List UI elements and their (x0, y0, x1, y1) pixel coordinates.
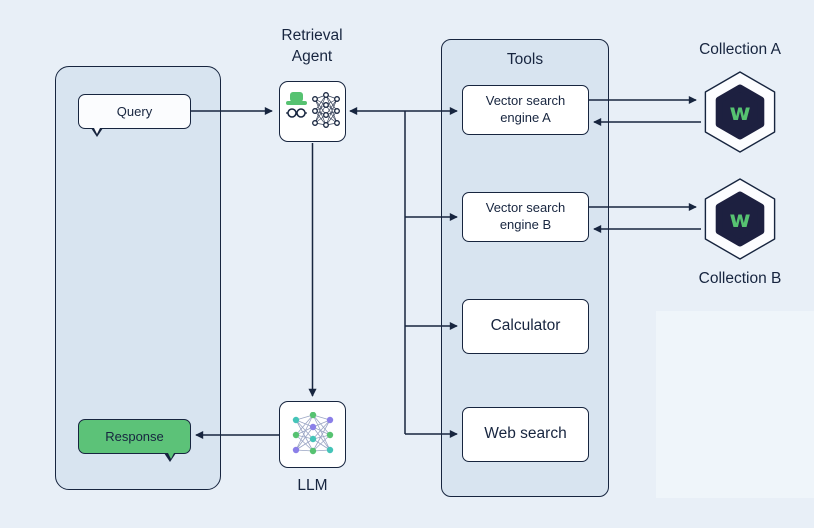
llm-node (279, 401, 346, 468)
retrieval-agent-node (279, 81, 346, 142)
llm-label: LLM (297, 477, 328, 494)
bubble-tail (166, 451, 175, 459)
bubble-tail (92, 126, 101, 134)
query-bubble: Query (78, 94, 191, 137)
tool-web-search: Web search (462, 407, 589, 462)
tools-title: Tools (506, 51, 544, 68)
collection-a-icon: w (700, 69, 780, 155)
retrieval-agent-label: Retrieval Agent (281, 27, 343, 65)
llm-icon (292, 411, 333, 454)
collection-b-label: Collection B (698, 270, 782, 287)
collection-a-label: Collection A (699, 41, 781, 58)
agent-icon (285, 91, 340, 128)
tool-vector-search-a: Vector search engine A (462, 85, 589, 135)
svg-text:w: w (729, 207, 750, 233)
weaviate-hexagon-icon: w (704, 71, 776, 153)
collection-b-icon: w (700, 176, 780, 262)
svg-text:w: w (729, 100, 750, 126)
response-label: Response (105, 429, 164, 444)
query-label: Query (116, 104, 153, 119)
response-bubble: Response (78, 419, 191, 462)
background-highlight (656, 311, 814, 498)
tool-calculator: Calculator (462, 299, 589, 354)
weaviate-hexagon-icon: w (704, 178, 776, 260)
tool-vector-search-b: Vector search engine B (462, 192, 589, 242)
